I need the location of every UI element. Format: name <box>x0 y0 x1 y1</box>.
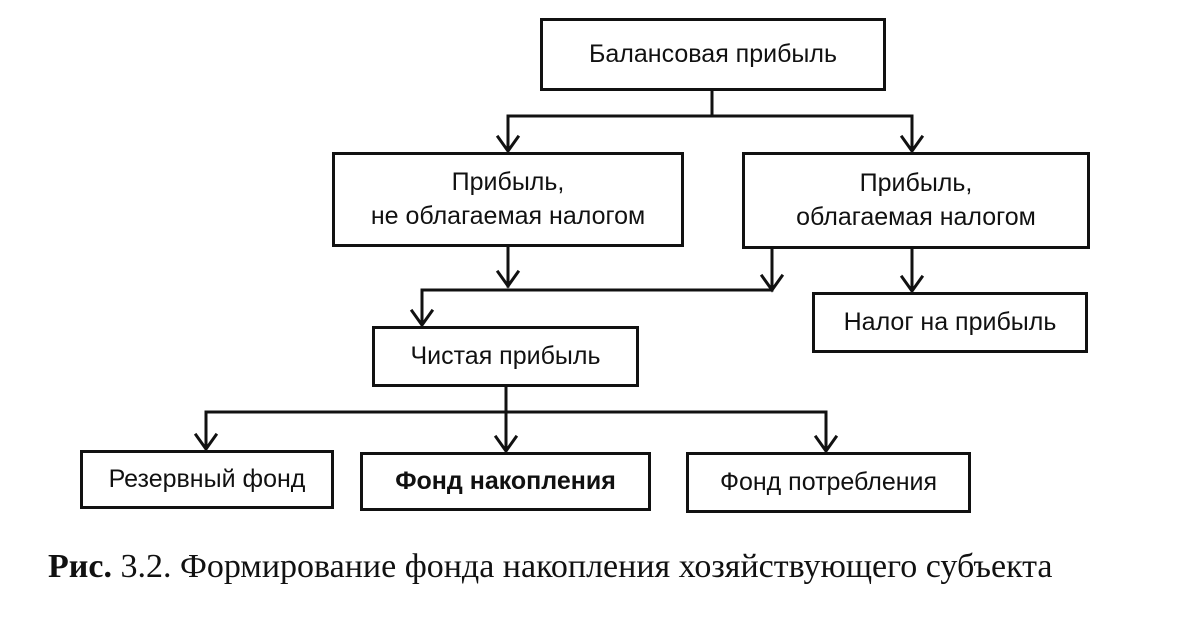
box-consumption-fund-label: Фонд потребления <box>719 467 938 496</box>
box-net-profit-label: Чистая прибыль <box>410 341 601 370</box>
box-consumption-fund: Фонд потребления <box>686 452 971 513</box>
figure-caption: Рис. 3.2. Формирование фонда накопления … <box>48 548 1158 586</box>
arrow-to-taxed <box>899 114 925 154</box>
box-untaxed-profit-line1: Прибыль, <box>451 167 565 196</box>
arrow-untaxed-to-merge <box>495 245 521 289</box>
arrow-to-consumption <box>813 410 839 454</box>
box-profit-tax: Налог на прибыль <box>812 292 1088 353</box>
arrow-to-net <box>409 288 435 328</box>
box-taxed-profit: Прибыль, облагаемая налогом <box>742 152 1090 249</box>
figure-caption-text: 3.2. Формирование фонда накопления хозяй… <box>120 548 1053 585</box>
arrow-to-tax <box>899 247 925 294</box>
arrow-to-untaxed <box>495 114 521 154</box>
box-profit-tax-label: Налог на прибыль <box>843 307 1057 336</box>
arrowhead <box>813 434 839 454</box>
box-reserve-fund-label: Резервный фонд <box>108 464 306 493</box>
arrowhead <box>495 269 521 289</box>
arrowhead <box>495 134 521 154</box>
arrow-to-accumulation <box>493 410 519 454</box>
box-net-profit: Чистая прибыль <box>372 326 639 387</box>
arrowhead <box>899 134 925 154</box>
box-taxed-profit-line1: Прибыль, <box>859 168 973 197</box>
box-accumulation-fund-label: Фонд накопления <box>395 466 616 495</box>
arrowhead <box>899 274 925 294</box>
arrow-net-to-split <box>204 385 828 414</box>
arrow-to-reserve <box>193 410 219 452</box>
box-untaxed-profit-line2: не облагаемая налогом <box>370 201 646 230</box>
box-balance-profit: Балансовая прибыль <box>540 18 886 91</box>
box-balance-profit-label: Балансовая прибыль <box>589 39 837 68</box>
arrowhead <box>409 308 435 328</box>
arrow-top-to-split <box>506 88 914 118</box>
box-untaxed-profit: Прибыль, не облагаемая налогом <box>332 152 684 247</box>
arrow-taxed-to-merge <box>759 247 785 293</box>
figure-caption-prefix: Рис. <box>48 548 112 585</box>
box-reserve-fund: Резервный фонд <box>80 450 334 509</box>
arrowhead <box>493 434 519 454</box>
box-taxed-profit-line2: облагаемая налогом <box>796 202 1036 231</box>
arrowhead <box>193 432 219 452</box>
box-accumulation-fund: Фонд накопления <box>360 452 651 511</box>
